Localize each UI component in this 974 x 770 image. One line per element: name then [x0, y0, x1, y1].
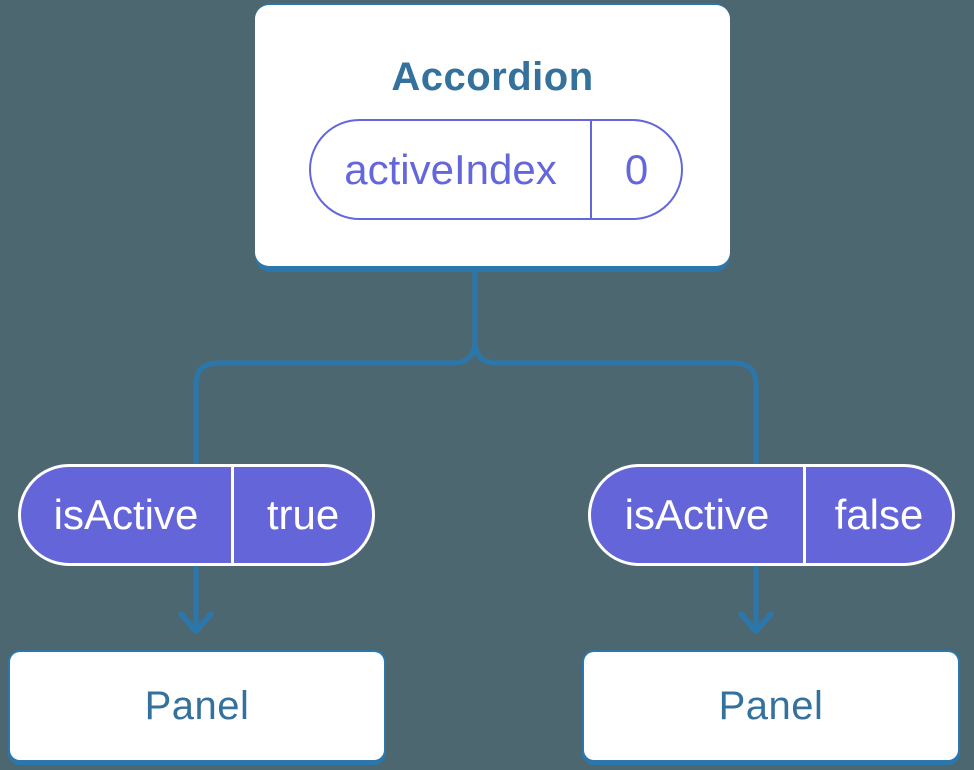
component-title: Panel [718, 683, 824, 728]
state-name: activeIndex [344, 145, 557, 193]
branch-line-right [472, 264, 759, 629]
arrow-down-icon [178, 611, 214, 634]
state-value: 0 [590, 121, 681, 218]
prop-name: isActive [624, 491, 770, 538]
prop-pill-left: isActive true [18, 464, 375, 566]
component-title: Accordion [391, 55, 594, 99]
component-title: Panel [144, 683, 250, 728]
prop-value: false [803, 467, 952, 563]
arrow-down-icon [738, 611, 774, 634]
state-pill: activeIndex 0 [309, 119, 683, 220]
prop-name: isActive [53, 491, 199, 538]
panel-card-body: Panel [584, 652, 958, 760]
prop-pill-right: isActive false [588, 464, 955, 566]
panel-card-body: Panel [10, 652, 384, 760]
panel-card-left: Panel [8, 650, 386, 765]
panel-card-right: Panel [582, 650, 960, 765]
prop-value: true [231, 467, 372, 563]
branch-line-left [193, 264, 478, 629]
